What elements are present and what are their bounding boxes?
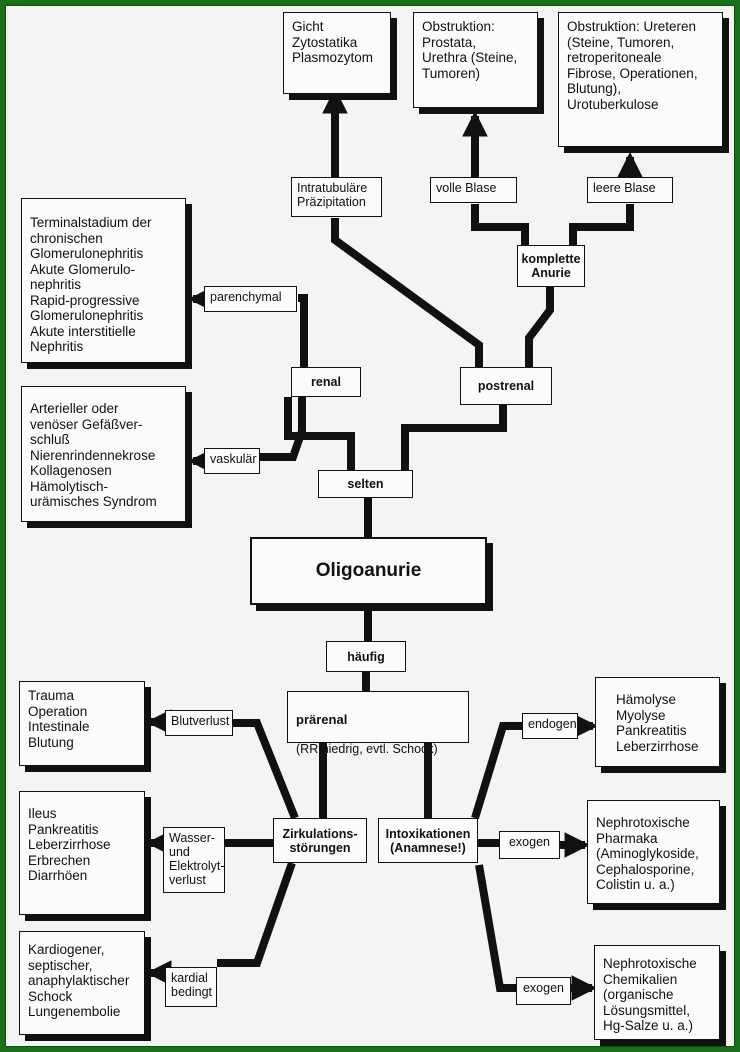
line-postrenal-anurie — [525, 287, 554, 367]
vaskulaer-label: vaskulär — [204, 448, 260, 474]
vaskulaer-box: Arterieller oder venöser Gefäßver- schlu… — [21, 386, 186, 522]
obstruktion-prostata-box: Obstruktion: Prostata, Urethra (Steine, … — [413, 12, 538, 108]
leere-blase-label: leere Blase — [587, 177, 673, 203]
parenchymal-box: Terminalstadium der chronischen Glomerul… — [21, 198, 186, 363]
selten-node: selten — [318, 470, 413, 498]
blutverlust-box: Trauma Operation Intestinale Blutung — [19, 681, 145, 766]
line-zirk-blutverlust — [233, 719, 299, 820]
line-selten-postrenal — [401, 405, 507, 470]
kardial-label: kardial bedingt — [165, 967, 217, 1007]
oligoanurie-center: Oligoanurie — [250, 537, 487, 605]
line-intox-endogen — [471, 722, 522, 820]
line-anurie-volle — [471, 204, 529, 245]
exogen-pharmaka-box: Nephrotoxische Pharmaka (Aminoglykoside,… — [587, 800, 720, 904]
volle-blase-label: volle Blase — [430, 177, 517, 203]
connector-lines — [145, 87, 643, 1001]
exogen-label-1: exogen — [499, 831, 560, 859]
line-selten-renal — [284, 397, 355, 470]
komplette-anurie-node: komplette Anurie — [517, 245, 585, 287]
praerenal-node: prärenal (RR niedrig, evtl. Schock) — [287, 691, 469, 756]
gicht-box: Gicht Zytostatika Plasmozytom — [283, 12, 391, 94]
line-zirk-kardial — [217, 861, 296, 967]
obstruktion-ureteren-box: Obstruktion: Ureteren (Steine, Tumoren, … — [558, 12, 723, 147]
exogen-chemikalien-box: Nephrotoxische Chemikalien (organische L… — [594, 945, 720, 1040]
zirkulation-node: Zirkulations- störungen — [273, 818, 367, 863]
exogen-label-2: exogen — [516, 977, 571, 1005]
line-intox-exogen2 — [475, 864, 516, 992]
haeufig-node: häufig — [326, 641, 406, 672]
intoxikation-node: Intoxikationen (Anamnese!) — [378, 818, 478, 863]
parenchymal-label: parenchymal — [204, 286, 297, 312]
praerenal-subtitle: (RR niedrig, evtl. Schock) — [296, 742, 438, 756]
endogen-label: endogen — [522, 713, 578, 739]
line-renal-parenchymal — [298, 294, 308, 367]
postrenal-node: postrenal — [460, 367, 552, 405]
line-renal-vaskulaer — [259, 397, 306, 461]
blutverlust-label: Blutverlust — [165, 710, 233, 736]
wasser-box: Ileus Pankreatitis Leberzirrhose Erbrech… — [19, 791, 145, 915]
intratubulaere-label: Intratubuläre Präzipitation — [291, 177, 382, 217]
line-anurie-leere — [569, 204, 634, 245]
line-postrenal-intratubulaer — [331, 218, 483, 367]
wasser-label: Wasser- und Elektrolyt- verlust — [163, 827, 225, 893]
endogen-box: Hämolyse Myolyse Pankreatitis Leberzirrh… — [595, 677, 720, 767]
renal-node: renal — [291, 367, 361, 397]
praerenal-title: prärenal — [296, 712, 348, 727]
kardial-box: Kardiogener, septischer, anaphylaktische… — [19, 931, 145, 1035]
